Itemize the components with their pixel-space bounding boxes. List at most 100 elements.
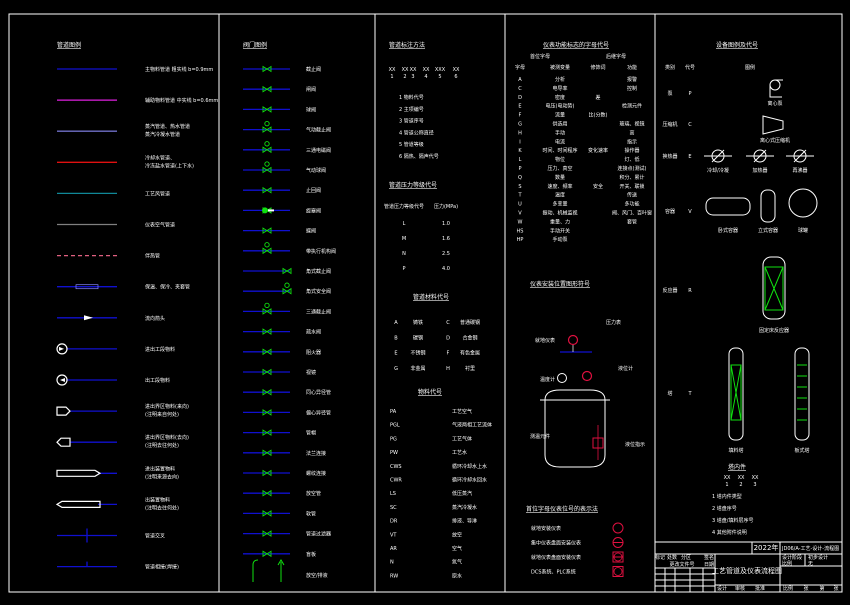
fluid-name: 排液、导淋 bbox=[452, 518, 477, 525]
fluid-code-title: 物料代号 bbox=[418, 388, 442, 396]
equipment-label: 固定床反应器 bbox=[759, 327, 789, 334]
equipment-category: 换热器 bbox=[662, 153, 677, 160]
letter-cell: 积分、累计 bbox=[619, 174, 644, 181]
equipment-code: E bbox=[688, 154, 691, 160]
valve-icon bbox=[262, 328, 272, 335]
reactor-icon bbox=[762, 256, 786, 320]
drawing-frame bbox=[8, 13, 843, 593]
valve-label: 角式截止阀 bbox=[306, 268, 331, 275]
letter-cell: 阀、风门、百叶窗 bbox=[612, 210, 652, 217]
letter-cell: P bbox=[518, 166, 521, 172]
letter-cell: 报警 bbox=[627, 76, 637, 83]
internals-item: 2 塔盘序号 bbox=[712, 505, 737, 512]
pipe-label-note: 冷冻盐水管道(上下水) bbox=[145, 162, 194, 169]
material-cell: G bbox=[394, 366, 398, 372]
valve-icon bbox=[282, 287, 292, 295]
fluid-code: PGL bbox=[390, 423, 400, 429]
footer-cell: 审核 bbox=[735, 585, 745, 592]
marking-item: 5 管道等级 bbox=[399, 141, 424, 148]
pipe-legend-row: 出装置物料(注明去往何处) bbox=[55, 496, 179, 511]
equipment-category: 反应器 bbox=[662, 287, 677, 294]
equipment-label: 再沸器 bbox=[792, 167, 807, 174]
heat-exchanger-icon bbox=[793, 149, 807, 163]
instrument-circle-icon bbox=[613, 567, 623, 576]
pipe-label: 出装置物料 bbox=[145, 496, 170, 503]
valve-legend-row: 角式安全阀 bbox=[243, 282, 331, 295]
material-cell: 有色金属 bbox=[460, 350, 480, 357]
equipment-label: 板式塔 bbox=[794, 447, 809, 454]
valve-icon bbox=[262, 126, 272, 133]
pipe-legend-row: 进出界区物料(来向)(注明来自何处) bbox=[56, 403, 189, 418]
table-header: 代号 bbox=[685, 64, 695, 71]
pipe-label: 仪表空气管道 bbox=[145, 222, 175, 229]
valve-label: 三通截止阀 bbox=[306, 308, 331, 315]
scale-label: 比例 bbox=[782, 560, 792, 567]
fluid-name: 空气 bbox=[452, 545, 462, 552]
fluid-code: RW bbox=[390, 573, 398, 579]
vertical-vessel-icon bbox=[760, 189, 776, 223]
thermometer-icon bbox=[581, 370, 593, 382]
valve-label: 旋塞阀 bbox=[306, 207, 321, 214]
valve-legend-row: 截止阀 bbox=[243, 65, 321, 73]
equipment-label: 离心泵 bbox=[767, 100, 782, 107]
marking-item: 2 主项编号 bbox=[399, 106, 424, 113]
footer-cell: 张 bbox=[833, 585, 838, 592]
jacket-icon bbox=[75, 284, 99, 290]
grade-value: 1.6 bbox=[442, 236, 450, 242]
letter-cell: V bbox=[518, 211, 522, 217]
valve-label: 软管 bbox=[306, 510, 316, 517]
valve-label: 止回阀 bbox=[306, 187, 321, 194]
equipment-label: 立式容器 bbox=[758, 227, 778, 234]
design-stage-value: 初步设计 bbox=[808, 554, 828, 561]
fluid-code: PA bbox=[390, 409, 397, 415]
pump-base-icon bbox=[769, 79, 783, 98]
vent-pipe-icon bbox=[252, 559, 259, 582]
pipe-marking-title: 管道标注方法 bbox=[389, 41, 425, 49]
valve-label: 角式安全阀 bbox=[306, 288, 331, 295]
revision-header: 分区 bbox=[681, 554, 691, 561]
off-page-circle-icon bbox=[56, 343, 68, 355]
pipe-label: 辅助物料管道 中实线 b=0.6mm bbox=[145, 97, 218, 104]
revision-header: 标记 bbox=[655, 554, 665, 561]
fluid-code: PG bbox=[390, 436, 397, 442]
valve-legend-row: 气动球阀 bbox=[243, 161, 326, 174]
valve-label: 球阀 bbox=[306, 106, 316, 113]
valve-legend-row: 角式截止阀 bbox=[243, 267, 331, 275]
letter-cell: C bbox=[518, 86, 522, 92]
instrument-install-title: 仪表安装位置图形符号 bbox=[530, 280, 590, 288]
equipment-category: 容器 bbox=[665, 208, 675, 215]
equipment-code: V bbox=[688, 209, 692, 215]
pipe-legend-row: 流向箭头 bbox=[57, 315, 165, 322]
valve-label: 气动球阀 bbox=[306, 167, 326, 174]
exchanger-arrow bbox=[793, 149, 807, 163]
letter-cell: 流量 bbox=[555, 112, 565, 119]
table-header: 压力(MPa) bbox=[434, 203, 458, 210]
letter-cell: 手动泵 bbox=[552, 236, 567, 243]
install-label: 液位指示 bbox=[625, 441, 645, 448]
horizontal-vessel-icon bbox=[705, 197, 751, 216]
install-label: 就地仪表 bbox=[535, 337, 555, 344]
fluid-name: 气液两相工艺流体 bbox=[452, 422, 492, 429]
valve-icon bbox=[262, 429, 272, 436]
arrow-icon bbox=[60, 378, 65, 382]
fluid-name: 循环冷却水上水 bbox=[452, 463, 487, 470]
material-cell: F bbox=[447, 351, 450, 357]
valve-icon bbox=[282, 267, 292, 275]
fluid-code: N bbox=[390, 560, 394, 566]
table-header: 管道压力等级代号 bbox=[384, 203, 424, 210]
vessel-icon bbox=[544, 389, 606, 468]
letter-cell: 物位 bbox=[555, 156, 565, 163]
pipe-label: 流向箭头 bbox=[145, 315, 165, 322]
internals-item: 4 其他附件说明 bbox=[712, 529, 747, 536]
valve-legend-row: 放空管 bbox=[243, 489, 321, 497]
pump-icon bbox=[769, 79, 781, 91]
letter-cell: W bbox=[518, 219, 523, 225]
internals-item: 1 塔内件类型 bbox=[712, 493, 742, 500]
actuator-icon bbox=[264, 302, 270, 309]
install-label: 温度计 bbox=[540, 376, 555, 383]
valve-label: 放空/排液 bbox=[306, 572, 328, 579]
valve-label: 带执行机构阀 bbox=[306, 248, 336, 255]
material-cell: 不锈钢 bbox=[410, 350, 425, 357]
